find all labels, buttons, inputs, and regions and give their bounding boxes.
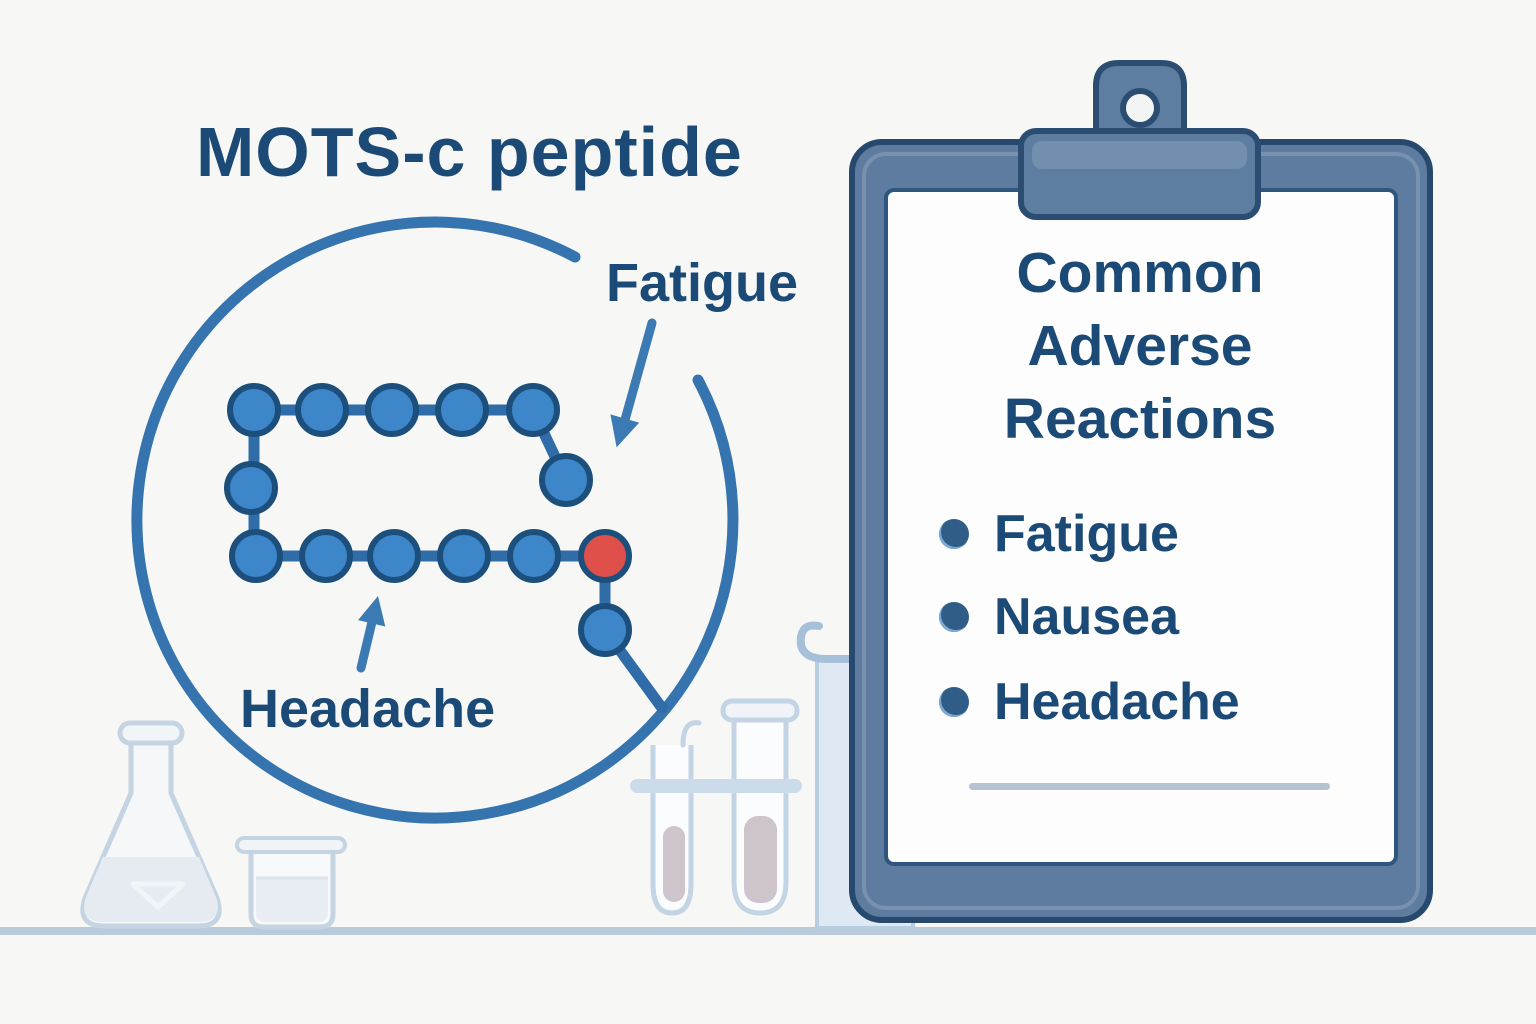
bullet-dot-icon [939,519,969,549]
erlenmeyer-flask-icon [80,720,222,929]
adverse-reaction-item: Headache [939,672,1240,732]
clipboard-title-line: Common [1016,241,1264,305]
headache-arrow [356,596,386,673]
headache-callout-label: Headache [240,679,496,739]
bullet-dot-icon [939,687,969,717]
adverse-reaction-item: Nausea [939,587,1179,647]
clipboard-icon [849,60,1433,923]
peptide-circle-outline [131,216,739,824]
adverse-reaction-label: Nausea [994,588,1179,646]
amino-acid-beads [224,383,632,657]
adverse-reaction-label: Fatigue [994,505,1179,563]
fatigue-arrow [610,318,657,448]
clipboard-clip-bar [1018,128,1261,220]
clipboard-title-line: Reactions [1003,387,1277,451]
page-title: MOTS-c peptide [196,113,743,191]
fatigue-callout-label: Fatigue [606,253,799,313]
clipboard-title: Common Adverse Reactions [940,237,1340,456]
adverse-reaction-item: Fatigue [939,504,1179,564]
table-line [0,927,1536,935]
signature-line [969,783,1330,790]
adverse-reaction-label: Headache [994,673,1240,731]
clipboard-title-line: Adverse [1027,314,1253,378]
clip-ring-hole [1120,88,1160,128]
test-tube-rack-icon [630,698,802,916]
red-amino-acid-bead [578,529,632,583]
beaker-icon [235,836,347,930]
bullet-dot-icon [939,602,969,632]
